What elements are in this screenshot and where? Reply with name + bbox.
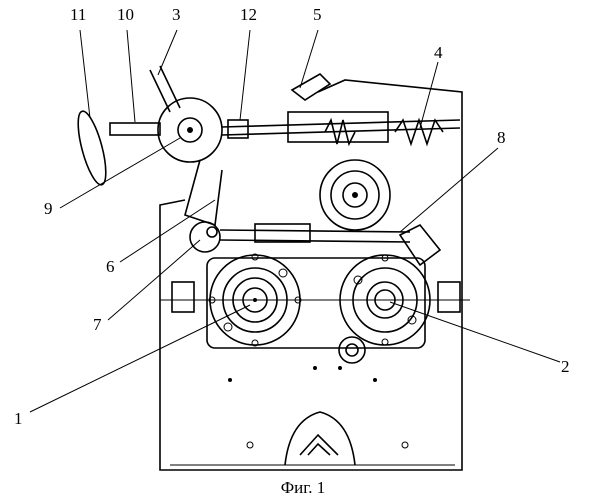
label-2: 2 bbox=[561, 357, 570, 376]
handle-11 bbox=[73, 109, 112, 188]
v-block bbox=[285, 412, 355, 465]
label-12: 12 bbox=[240, 5, 257, 24]
label-10: 10 bbox=[117, 5, 134, 24]
small-roller bbox=[339, 337, 365, 363]
spring-4 bbox=[395, 120, 443, 144]
v-groove bbox=[300, 435, 338, 455]
label-5: 5 bbox=[313, 5, 322, 24]
side-block-left bbox=[172, 282, 194, 312]
label-11: 11 bbox=[70, 5, 86, 24]
label-7: 7 bbox=[93, 315, 102, 334]
leader-lines bbox=[30, 30, 560, 412]
label-8: 8 bbox=[497, 128, 506, 147]
lever-3 bbox=[150, 66, 180, 112]
label-1: 1 bbox=[14, 409, 23, 428]
clamp-5 bbox=[292, 74, 330, 100]
frame-plate bbox=[160, 80, 462, 470]
rod-sleeve bbox=[255, 224, 310, 242]
side-block-right bbox=[438, 282, 460, 312]
label-3: 3 bbox=[172, 5, 181, 24]
pivot-7 bbox=[190, 222, 220, 252]
upper-roller bbox=[320, 160, 390, 230]
label-4: 4 bbox=[434, 43, 443, 62]
arm-6 bbox=[185, 160, 222, 225]
label-9: 9 bbox=[44, 199, 53, 218]
shaft-10 bbox=[110, 123, 160, 135]
figure-caption: Фиг. 1 bbox=[281, 478, 326, 497]
label-6: 6 bbox=[106, 257, 115, 276]
rod-8 bbox=[220, 230, 410, 232]
